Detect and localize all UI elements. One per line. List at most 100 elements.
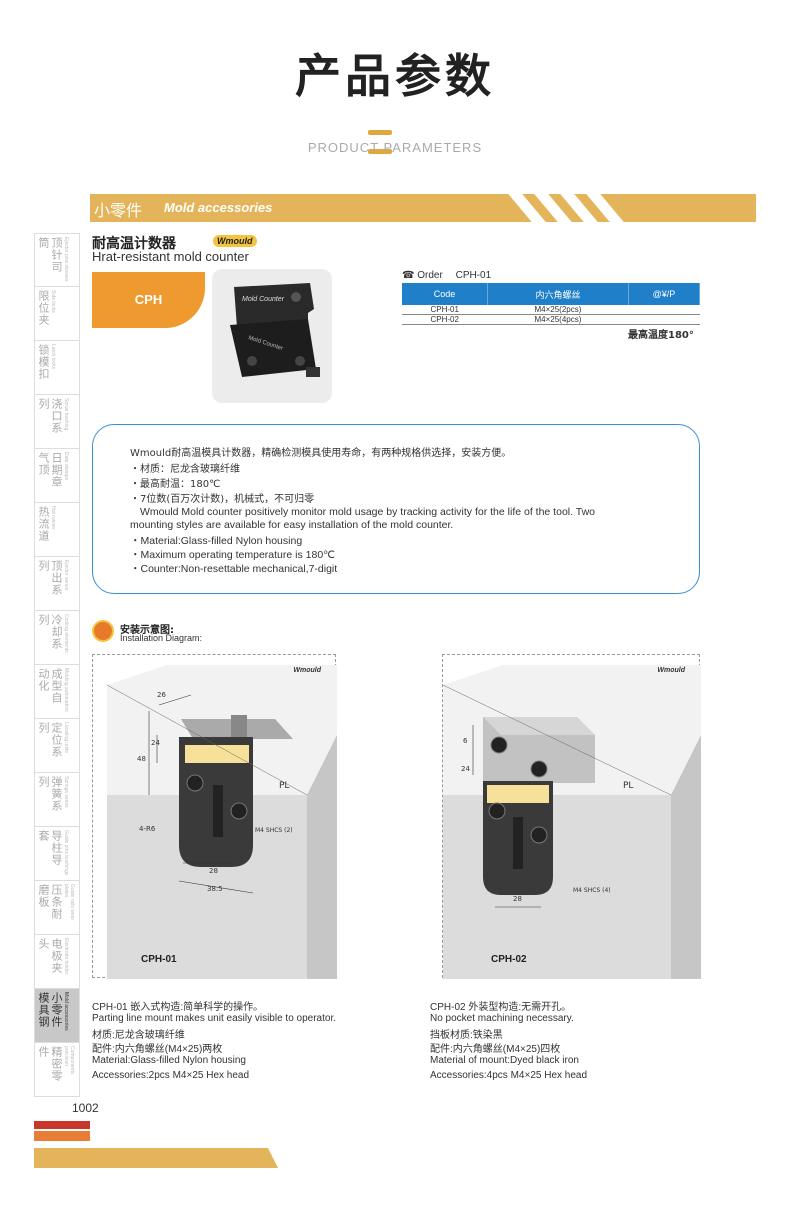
sidebar-item-sublabel: Guide rails wear plates	[63, 884, 75, 921]
dim-label: 24	[461, 765, 470, 773]
install-icon	[92, 620, 114, 642]
diagram-brand: Wmould	[657, 667, 685, 674]
table-header-code: Code	[402, 283, 488, 305]
sidebar-item-sublabel: Guide pins bushings	[63, 830, 69, 876]
table-cell	[628, 314, 700, 325]
sidebar-item-label: 冷却系列	[37, 614, 63, 650]
description-line: ・材质：尼龙含玻璃纤维	[130, 464, 240, 475]
sidebar-item-label: 弹簧系列	[37, 776, 63, 812]
install-title-cn: 安装示意图:	[120, 625, 174, 636]
sidebar-item-sublabel: Cooling elements	[63, 614, 69, 653]
order-line: ☎ Order CPH-01	[402, 270, 491, 281]
sidebar-item-sublabel: Sprue bushing	[63, 398, 69, 431]
order-code: CPH-01	[455, 270, 492, 281]
description-line: ・最高耐温：180℃	[130, 479, 221, 490]
table-cell: CPH-02	[402, 314, 488, 325]
page-title: 产品参数	[295, 49, 495, 103]
description-line: ・7位数(百万次计数)，机械式，不可归零	[130, 494, 315, 505]
diagram-cph-01: 26 24 48 4-R6 28 38.5 PL M4 SHCS (2) Wmo…	[92, 654, 337, 979]
dim-label: M4 SHCS (4)	[573, 887, 611, 894]
caption-line: 配件:内六角螺丝(M4×25)两枚	[92, 1044, 223, 1055]
table-cell	[628, 305, 700, 315]
title-divider	[368, 120, 422, 154]
dim-label: 28	[513, 895, 522, 903]
diagram-label: CPH-01	[141, 954, 177, 965]
dim-label: PL	[623, 781, 634, 791]
sidebar-item-sublabel: Ejector pins sleeves	[63, 237, 69, 282]
sidebar-item-label: 定位系列	[37, 722, 63, 758]
footer-bar	[34, 1148, 278, 1168]
sidebar-item-label: 导柱导套	[37, 830, 63, 866]
sidebar-item-sublabel: Hot runner	[50, 506, 56, 530]
table-cell: CPH-01	[402, 305, 488, 315]
footer-bar	[34, 1131, 90, 1141]
diagram-brand: Wmould	[293, 667, 321, 674]
sidebar-item-sublabel: Date stamps	[63, 452, 69, 481]
caption-line: Material:Glass-filled Nylon housing	[92, 1055, 246, 1066]
description-line: Wmould Mold counter positively monitor m…	[140, 506, 596, 518]
section-title-en: Mold accessories	[164, 200, 273, 215]
sidebar-item-sublabel: Latch locks	[50, 344, 56, 370]
sidebar-item-label: 顶针司筒	[37, 237, 63, 273]
section-title-cn: 小零件	[94, 201, 143, 220]
sidebar-item-label: 压条耐磨板	[37, 884, 63, 920]
footer-bar	[34, 1121, 90, 1129]
description-box	[92, 424, 700, 594]
dim-label: 26	[157, 691, 166, 699]
description-line: ・Counter:Non-resettable mechanical,7-dig…	[130, 563, 338, 575]
model-tab: CPH	[92, 272, 205, 328]
sidebar-item-label: 日期章气顶	[37, 452, 63, 488]
sidebar-item-label: 顶出系列	[37, 560, 63, 596]
order-label: Order	[417, 270, 443, 281]
dim-label: 38.5	[207, 885, 223, 893]
diagram-label: CPH-02	[491, 954, 527, 965]
caption-line: Accessories:2pcs M4×25 Hex head	[92, 1070, 250, 1081]
sidebar-item-label: 精密零件	[37, 1046, 63, 1082]
max-temperature: 最高温度180°	[628, 330, 694, 341]
sidebar-item-sublabel: Side locks	[50, 290, 56, 313]
table-header-price: @¥/P	[628, 283, 701, 305]
dim-label: 6	[463, 737, 468, 745]
sidebar-item-sublabel: Locating units	[63, 722, 69, 753]
phone-icon: ☎	[402, 270, 415, 281]
sidebar-item-label: 锁模扣	[37, 344, 50, 380]
dim-label: 28	[209, 867, 218, 875]
spec-table: Code 内六角螺丝 @¥/P CPH-01 M4×25(2pcs) CPH-0…	[402, 283, 701, 325]
dim-label: M4 SHCS (2)	[255, 827, 293, 834]
sidebar-item-sublabel: Molding automation	[63, 668, 69, 712]
product-photo: Mold Counter Mold Counter	[212, 269, 332, 403]
caption-line: Accessories:4pcs M4×25 Hex head	[430, 1070, 588, 1081]
description-line: ・Maximum operating temperature is 180℃	[130, 549, 335, 561]
dim-label: PL	[279, 781, 290, 791]
sidebar-item-sublabel: Springs series	[63, 776, 69, 808]
sidebar-item-sublabel: Components precision	[63, 1046, 75, 1075]
caption-line: No pocket machining necessary.	[430, 1013, 574, 1024]
table-row: CPH-01 M4×25(2pcs)	[402, 305, 700, 315]
product-name-cn: 耐高温计数器	[92, 236, 176, 252]
caption-line: CPH-01 嵌入式构造:简单科学的操作。	[92, 1002, 264, 1013]
page-number: 1002	[72, 1101, 99, 1115]
caption-line: 挡板材质:铁染黑	[430, 1030, 503, 1041]
table-header-screw: 内六角螺丝	[487, 283, 629, 305]
install-title-en: Installation Diagram:	[120, 633, 203, 643]
diagram-cph-02-frame: 6 24 28 PL M4 SHCS (4) Wmould CPH-02	[442, 654, 701, 979]
table-row: CPH-02 M4×25(4pcs)	[402, 314, 700, 325]
sidebar-item-label: 浇口系列	[37, 398, 63, 434]
